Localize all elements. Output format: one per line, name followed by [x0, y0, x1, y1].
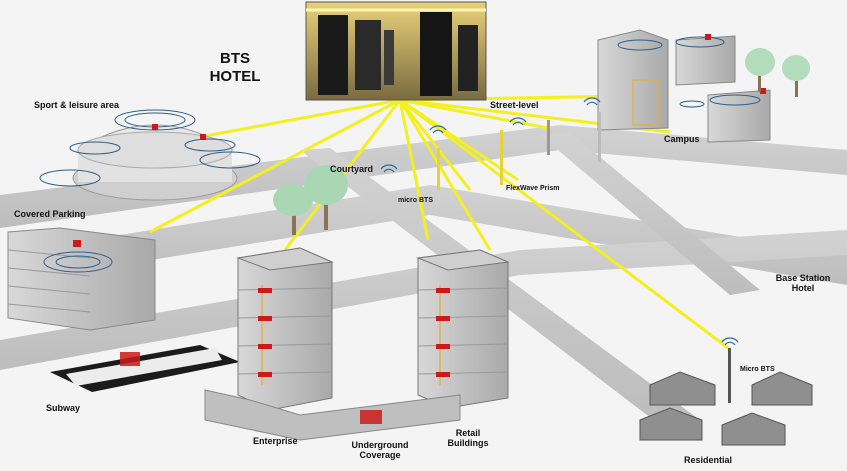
label-campus: Campus: [664, 134, 700, 144]
retail-building: [416, 249, 510, 409]
server-room-photo: [305, 1, 487, 101]
label-residential: Residential: [684, 455, 733, 465]
subway-tunnel: [50, 345, 240, 392]
link-courtyard: [398, 99, 430, 241]
underground-area: [204, 389, 461, 441]
label-retail-buildings: Retail Buildings: [438, 428, 498, 448]
street-poles: [437, 112, 731, 403]
tree-icon: [273, 48, 810, 235]
label-base-station-line2: Hotel: [791, 283, 815, 293]
label-base-station-hotel: Base Station Hotel: [768, 273, 838, 293]
stadium: [39, 109, 261, 201]
label-subway: Subway: [46, 403, 81, 413]
link-parking: [149, 98, 401, 234]
label-retail-line2: Buildings: [447, 438, 489, 448]
link-residential: [399, 98, 729, 350]
label-sport-leisure: Sport & leisure area: [34, 100, 120, 110]
label-underground-line2: Coverage: [359, 450, 401, 460]
label-underground-line1: Underground: [351, 440, 409, 450]
label-flexwave: FlexWave Prism: [506, 185, 560, 192]
label-street-level: Street-level: [490, 100, 539, 110]
house-icon: [639, 371, 813, 446]
label-retail-line1: Retail: [455, 428, 481, 438]
bts-hotel-title: BTS HOTEL: [200, 50, 270, 86]
label-enterprise: Enterprise: [253, 436, 298, 446]
link-street-pole2: [398, 99, 472, 191]
campus-buildings: [597, 29, 771, 143]
label-micro-bts-street: micro BTS: [398, 197, 434, 204]
label-base-station-line1: Base Station: [775, 273, 831, 283]
label-underground-coverage: Underground Coverage: [340, 440, 420, 460]
label-covered-parking: Covered Parking: [14, 209, 86, 219]
bts-hotel-title-line1: BTS: [220, 50, 250, 67]
label-micro-bts-residential: Micro BTS: [740, 366, 775, 373]
enterprise-building: [236, 247, 334, 411]
link-retail: [398, 99, 492, 251]
label-courtyard: Courtyard: [330, 164, 374, 174]
antenna-icon: [380, 97, 739, 346]
bts-hotel-title-line2: HOTEL: [209, 68, 261, 85]
link-street-level: [399, 98, 549, 130]
covered-parking: [7, 227, 156, 331]
link-sport: [204, 98, 401, 138]
